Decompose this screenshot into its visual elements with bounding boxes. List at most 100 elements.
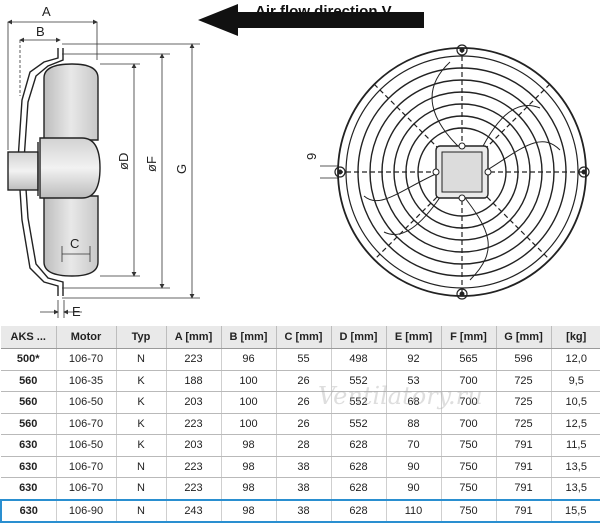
table-cell: 53	[386, 370, 442, 392]
fan-drawing: Air flow direction V	[7, 3, 590, 319]
column-header: Typ	[116, 326, 167, 349]
front-view	[320, 44, 590, 300]
airflow-arrow	[198, 4, 424, 36]
table-cell: 11,5	[551, 434, 600, 457]
dimension-lines	[7, 19, 200, 318]
table-cell: 700	[441, 370, 497, 392]
table-cell: 552	[331, 370, 387, 392]
table-cell: 70	[386, 434, 442, 457]
table-cell: 10,5	[551, 391, 600, 414]
column-header: [kg]	[551, 326, 600, 349]
table-cell: 106-70	[56, 456, 117, 478]
table-cell: K	[116, 391, 167, 414]
table-cell: 565	[441, 348, 497, 371]
table-cell: 9,5	[551, 370, 600, 392]
table-cell: 100	[221, 370, 277, 392]
table-cell: 26	[276, 370, 332, 392]
table-cell: 68	[386, 391, 442, 414]
table-cell: 98	[221, 456, 277, 478]
table-cell: 90	[386, 456, 442, 478]
table-cell: 106-50	[56, 391, 117, 414]
table-cell: 98	[221, 477, 277, 500]
table-cell: 223	[166, 348, 222, 371]
table-cell: 203	[166, 391, 222, 414]
dim-e-label: E	[72, 304, 81, 319]
table-cell: 725	[496, 391, 552, 414]
dim-slot-label: 9	[304, 153, 319, 160]
table-cell: 750	[441, 456, 497, 478]
table-cell: 106-70	[56, 477, 117, 500]
aks-cell: 560	[1, 413, 57, 435]
table-cell: 750	[441, 434, 497, 457]
table-cell: 188	[166, 370, 222, 392]
column-header: A [mm]	[166, 326, 222, 349]
table-cell: N	[116, 477, 167, 500]
table-cell: 98	[221, 434, 277, 457]
table-cell: 55	[276, 348, 332, 371]
table-cell: 12,5	[551, 413, 600, 435]
table-cell: 106-70	[56, 413, 117, 435]
table-cell: 791	[496, 434, 552, 457]
table-cell: 28	[276, 434, 332, 457]
dim-f-label: øF	[144, 156, 159, 172]
table-cell: 552	[331, 413, 387, 435]
table-cell: 725	[496, 413, 552, 435]
table-cell: 223	[166, 456, 222, 478]
aks-cell: 560	[1, 370, 57, 392]
table-cell: N	[116, 456, 167, 478]
table-cell: 498	[331, 348, 387, 371]
table-cell: 725	[496, 370, 552, 392]
column-header: G [mm]	[496, 326, 552, 349]
table-cell: 13,5	[551, 456, 600, 478]
table-cell: K	[116, 370, 167, 392]
dim-b-label: B	[36, 24, 45, 39]
table-cell: 106-35	[56, 370, 117, 392]
dim-g-label: G	[174, 164, 189, 174]
table-cell: N	[116, 348, 167, 371]
table-cell: 552	[331, 391, 387, 414]
table-cell: 90	[386, 477, 442, 500]
aks-cell: 500*	[1, 348, 57, 371]
table-cell: 628	[331, 434, 387, 457]
table-cell: 26	[276, 413, 332, 435]
side-view	[7, 48, 101, 296]
table-cell: 596	[496, 348, 552, 371]
table-cell: 750	[441, 477, 497, 500]
table-cell: 223	[166, 477, 222, 500]
aks-cell: 630	[1, 477, 57, 500]
column-header: B [mm]	[221, 326, 277, 349]
table-cell: 628	[331, 477, 387, 500]
dim-d-label: øD	[116, 153, 131, 170]
table-cell: 26	[276, 391, 332, 414]
table-cell: 96	[221, 348, 277, 371]
table-cell: K	[116, 434, 167, 457]
table-cell: 38	[276, 456, 332, 478]
column-header: D [mm]	[331, 326, 387, 349]
table-cell: 700	[441, 391, 497, 414]
table-cell: 13,5	[551, 477, 600, 500]
table-cell: K	[116, 413, 167, 435]
column-header: AKS ...	[1, 326, 57, 349]
table-cell: 628	[331, 456, 387, 478]
column-header: C [mm]	[276, 326, 332, 349]
table-cell: 38	[276, 477, 332, 500]
column-header: E [mm]	[386, 326, 442, 349]
table-cell: 92	[386, 348, 442, 371]
table-cell: 12,0	[551, 348, 600, 371]
table-cell: 106-50	[56, 434, 117, 457]
table-cell: 100	[221, 391, 277, 414]
dim-a-label: A	[42, 4, 51, 19]
table-cell: 791	[496, 477, 552, 500]
airflow-label: Air flow direction V	[255, 3, 392, 20]
table-cell: 106-70	[56, 348, 117, 371]
